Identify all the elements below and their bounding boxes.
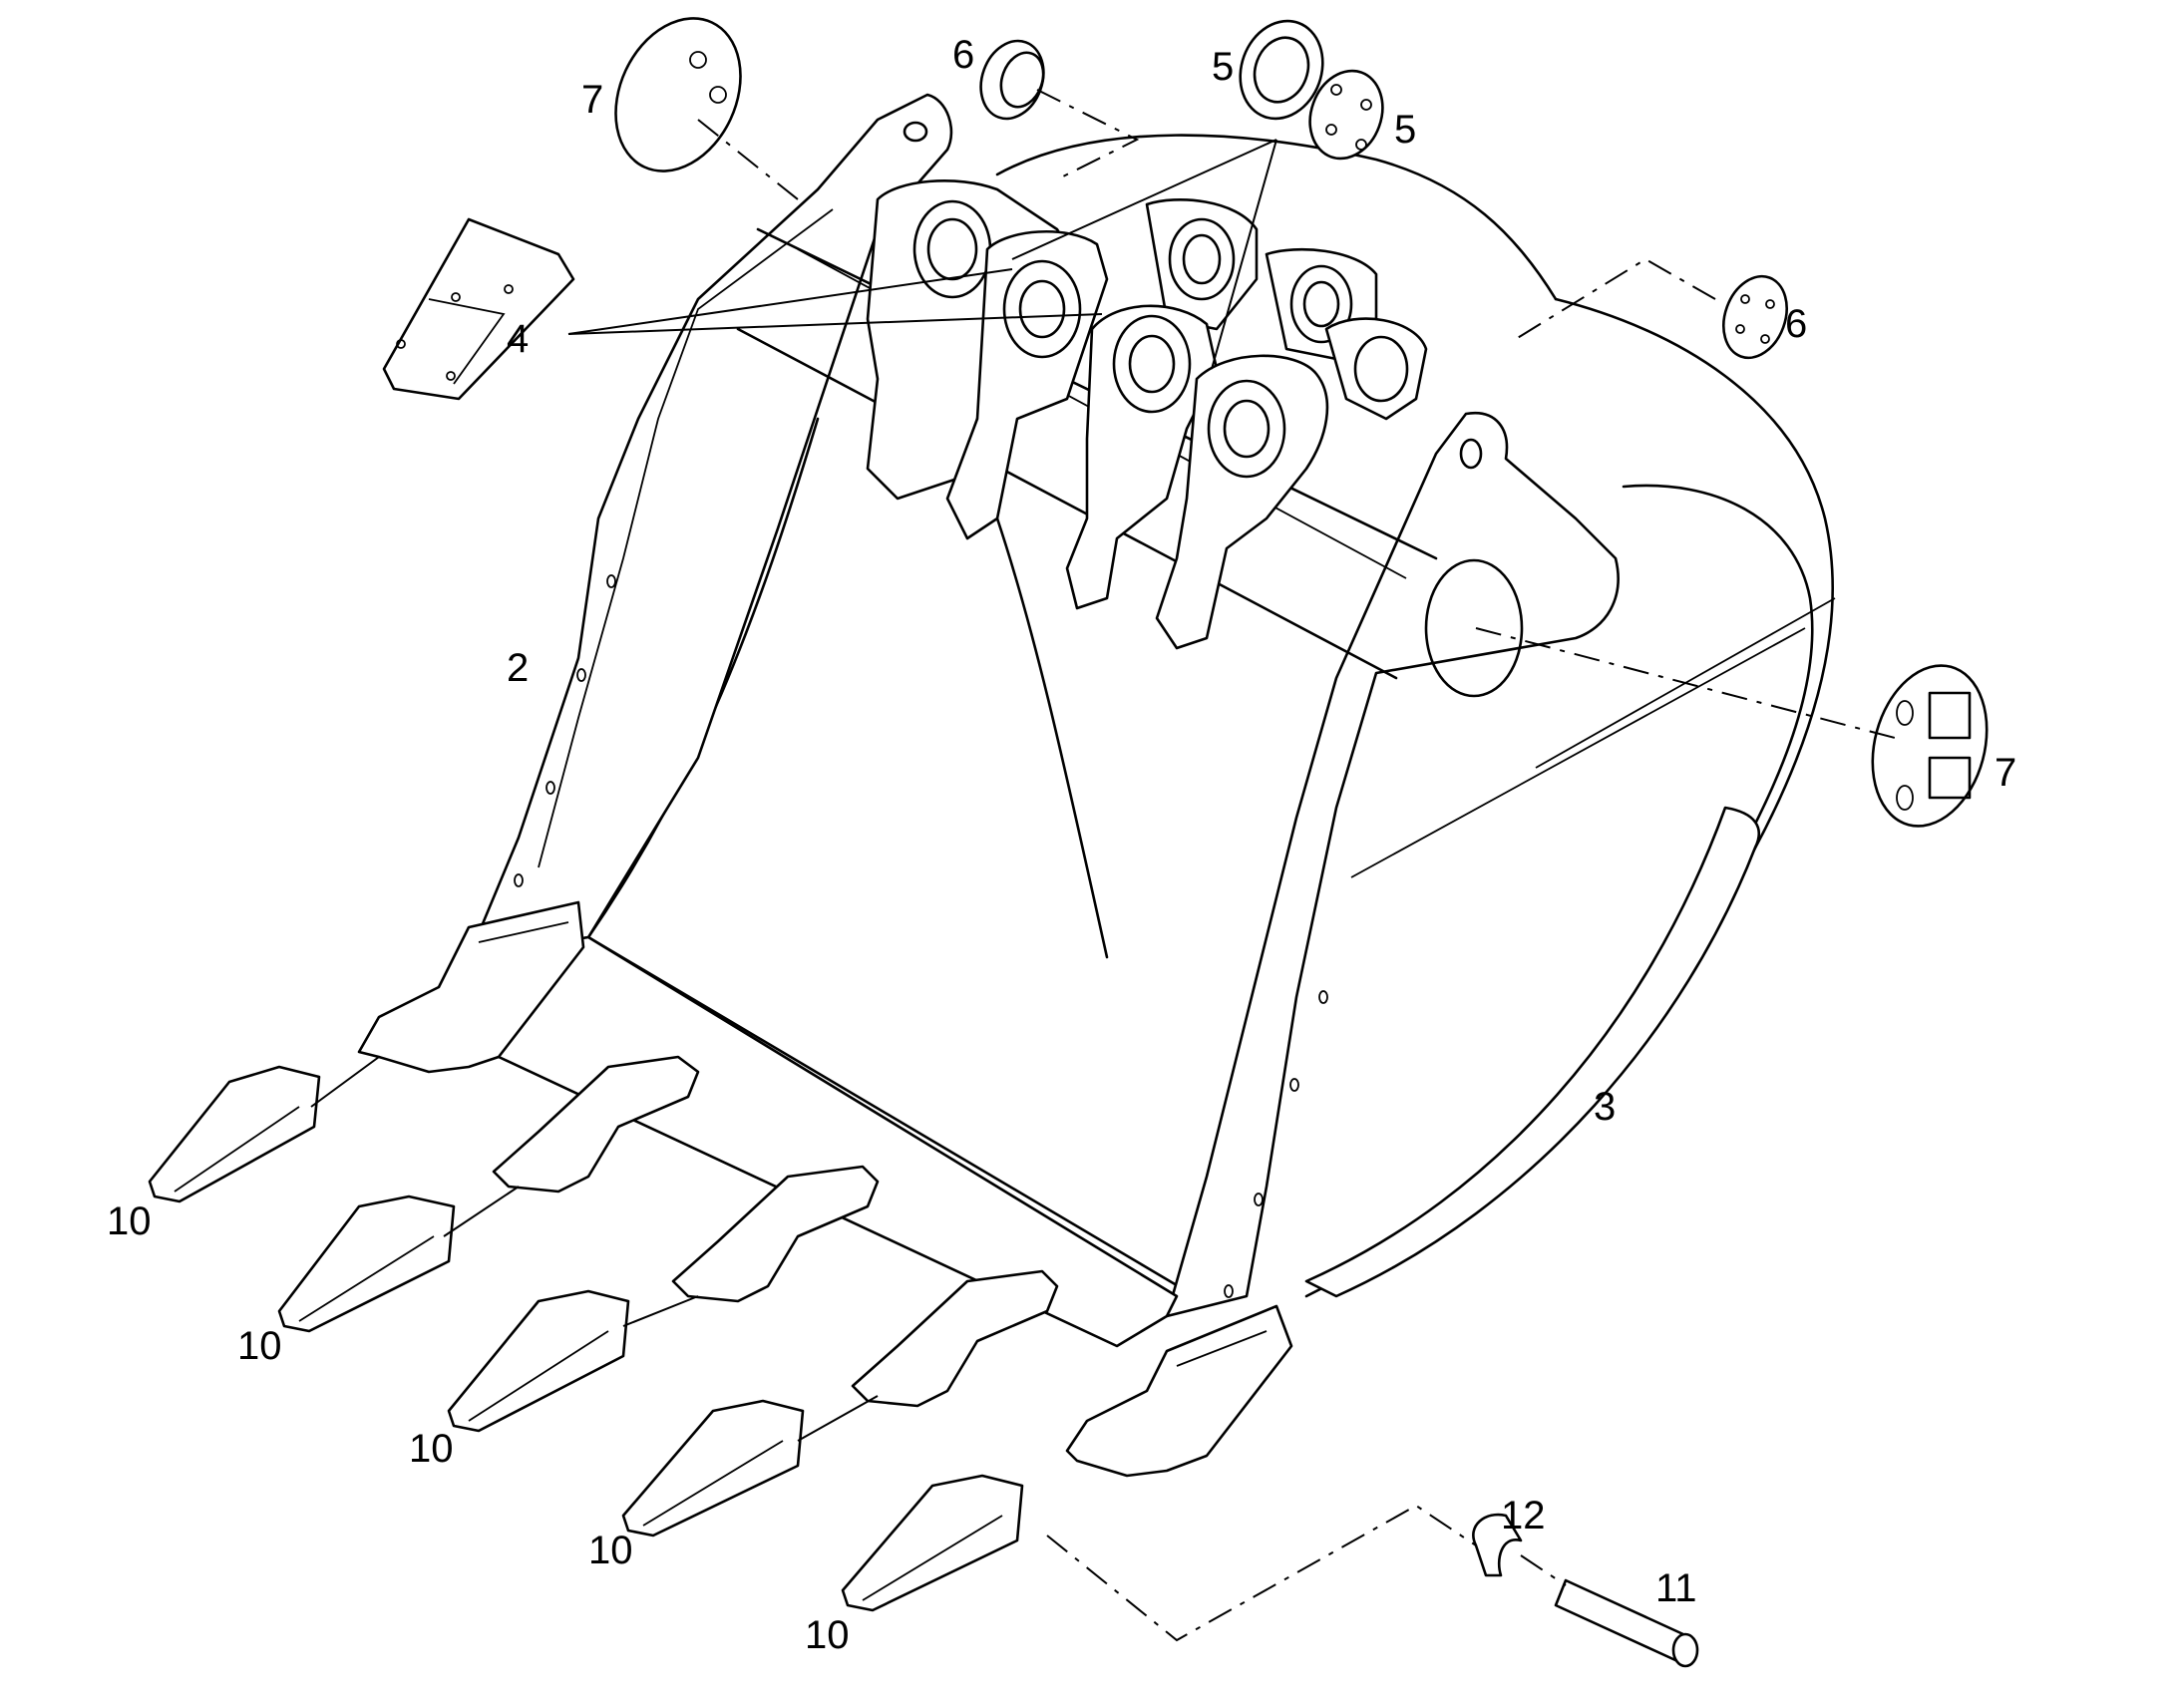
callout-6b: 6	[1785, 302, 1807, 346]
callout-2: 2	[507, 646, 529, 690]
retainer-12	[1472, 1513, 1523, 1577]
callout-6a: 6	[952, 33, 974, 77]
callout-10c: 10	[409, 1427, 454, 1471]
callout-5a: 5	[1212, 45, 1234, 89]
right-corner-adapter	[1065, 1304, 1293, 1478]
callout-10b: 10	[237, 1324, 282, 1368]
callout-12: 12	[1501, 1494, 1546, 1537]
bucket-tooth-4	[621, 1399, 805, 1537]
callout-5b: 5	[1394, 108, 1416, 152]
cap-6-top	[979, 39, 1045, 121]
key-plate-4	[382, 217, 575, 401]
callout-10a: 10	[107, 1199, 152, 1243]
callout-10d: 10	[588, 1529, 633, 1572]
left-corner-adapter	[357, 900, 585, 1074]
cap-5b	[1308, 69, 1384, 161]
decal-plate-7-top	[614, 17, 742, 172]
bucket-tooth-3	[447, 1289, 630, 1433]
bucket-shell	[586, 134, 1836, 1303]
decal-plate-7-right	[1871, 664, 1989, 828]
bucket-tooth-5	[841, 1474, 1024, 1612]
callout-7b: 7	[1995, 751, 2016, 795]
pin-11	[1554, 1578, 1699, 1668]
callout-3: 3	[1594, 1085, 1616, 1129]
bucket-tooth-2	[277, 1195, 456, 1333]
callout-10e: 10	[805, 1613, 850, 1657]
hinge-lugs	[866, 179, 1428, 650]
leader-lines	[310, 89, 1896, 1642]
cap-6-right	[1722, 274, 1788, 360]
tooth-adapter	[492, 1055, 1059, 1408]
bucket-tooth-1	[148, 1065, 321, 1203]
left-side-plate	[467, 93, 953, 959]
callout-4: 4	[507, 317, 529, 361]
wear-strip	[1304, 806, 1761, 1298]
right-side-plate	[1165, 411, 1620, 1318]
callout-7a: 7	[581, 78, 603, 122]
cap-5a	[1239, 19, 1324, 121]
callout-11: 11	[1655, 1566, 1697, 1610]
